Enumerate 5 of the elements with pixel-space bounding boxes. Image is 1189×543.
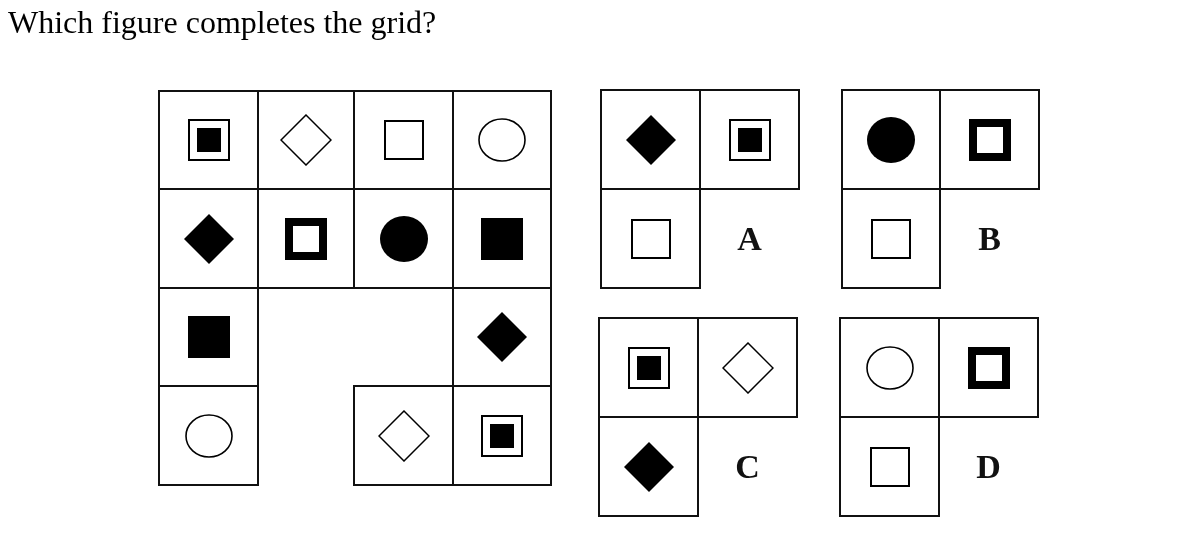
option-letter: D [976,449,1001,484]
option-letter: B [978,221,1001,256]
option-letter: A [737,221,762,256]
option-letter: C [735,449,760,484]
question-title: Which figure completes the grid? [8,3,437,42]
